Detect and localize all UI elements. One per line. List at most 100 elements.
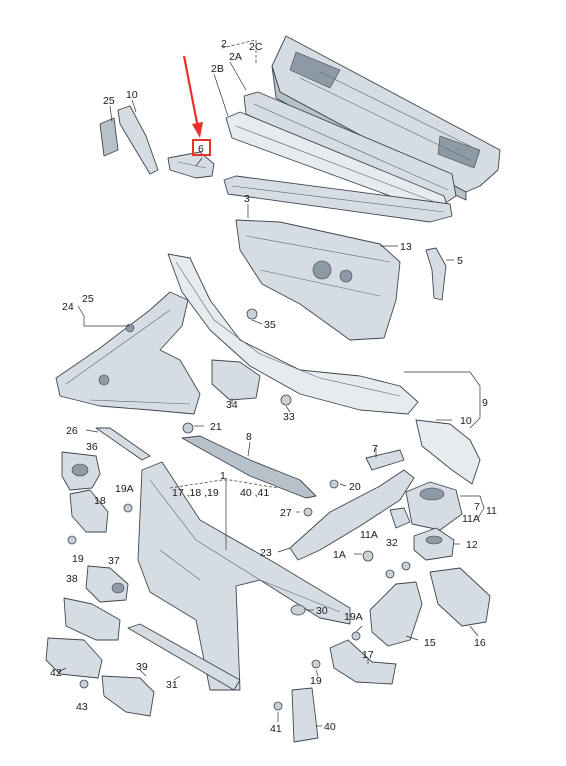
label-7-top: 7 [372, 443, 378, 455]
bracket-30 [290, 604, 306, 616]
trim-39 [101, 675, 155, 717]
label-2: 2 [221, 38, 227, 50]
bolt-41 [273, 701, 283, 711]
label-19A-right: 19A [344, 611, 363, 623]
leader-lines [57, 39, 485, 727]
bracket-17 [329, 639, 397, 685]
bolt-43 [79, 679, 89, 689]
label-41: 41 [270, 723, 282, 735]
bracket-18 [69, 489, 109, 533]
label-18: 18 [94, 495, 106, 507]
label-40: 40 [324, 721, 336, 733]
side-member-24 [55, 291, 201, 415]
bracket-42 [45, 637, 103, 679]
bracket-6 [167, 151, 215, 179]
reinforcement-26 [95, 427, 151, 461]
bracket-34 [211, 359, 261, 401]
bracket-11A [389, 507, 411, 529]
label-13: 13 [400, 241, 412, 253]
seal-strip-8 [181, 435, 317, 499]
reinforcement-15 [369, 581, 423, 647]
pillar-reinforcement-10-top [117, 105, 159, 175]
label-2C: 2C [249, 41, 263, 53]
part-labels: 2 2C 2A 2B 25 10 6 3 13 5 24 25 35 34 33… [50, 38, 497, 735]
label-20: 20 [349, 481, 361, 493]
label-24: 24 [62, 301, 74, 313]
label-38: 38 [66, 573, 78, 585]
label-15: 15 [424, 637, 436, 649]
label-10-top: 10 [126, 89, 138, 101]
bracket-40 [291, 687, 319, 743]
bolt-19-left [67, 535, 77, 545]
label-7-right: 7 [474, 501, 480, 513]
bolt-20 [329, 479, 339, 489]
label-16: 16 [474, 637, 486, 649]
bolt-35 [246, 308, 258, 320]
label-9: 9 [482, 397, 488, 409]
label-40-41: 40 ,41 [240, 487, 269, 499]
bracket-5 [425, 247, 447, 301]
label-35: 35 [264, 319, 276, 331]
label-6: 6 [198, 143, 204, 155]
label-25: 25 [82, 293, 94, 305]
bracket-25-top [99, 117, 119, 157]
label-19A-left: 19A [115, 483, 134, 495]
label-30: 30 [316, 605, 328, 617]
label-37: 37 [108, 555, 120, 567]
cross-member-3 [223, 175, 453, 223]
strut-cap-12 [413, 527, 455, 561]
label-17: 17 [362, 649, 374, 661]
label-36: 36 [86, 441, 98, 453]
bolt-27 [303, 507, 313, 517]
label-11A: 11A [360, 529, 378, 541]
bolt-1A [362, 550, 374, 562]
label-1A: 1A [333, 549, 346, 561]
label-25-top: 25 [103, 95, 115, 107]
wheelhouse-panel-10 [415, 419, 481, 485]
front-bulkhead-9 [167, 253, 419, 415]
bolt-19A-left [123, 503, 133, 513]
label-8: 8 [246, 431, 252, 443]
cross-member-31 [127, 623, 241, 691]
label-19-left: 19 [72, 553, 84, 565]
bracket-36 [61, 451, 101, 491]
label-17-18-19: 17 ,18 ,19 [172, 487, 219, 499]
label-27: 27 [280, 507, 292, 519]
label-11A-right: 11A [462, 513, 480, 525]
label-10: 10 [460, 415, 472, 427]
callout-arrow-part-6 [182, 55, 203, 138]
label-12: 12 [466, 539, 478, 551]
bolts-32 [385, 561, 411, 579]
label-43: 43 [76, 701, 88, 713]
strip-7 [365, 449, 405, 471]
bracket-38 [63, 597, 121, 641]
label-3: 3 [244, 193, 250, 205]
nut-21 [182, 422, 194, 434]
bracket-37 [85, 565, 129, 603]
label-31: 31 [166, 679, 178, 691]
strut-tower-11 [405, 481, 463, 531]
label-26: 26 [66, 425, 78, 437]
label-32: 32 [386, 537, 398, 549]
bolt-19-right [311, 659, 321, 669]
label-39: 39 [136, 661, 148, 673]
label-21: 21 [210, 421, 222, 433]
label-33: 33 [283, 411, 295, 423]
label-42: 42 [50, 667, 62, 679]
label-2B: 2B [211, 63, 224, 75]
label-5: 5 [457, 255, 463, 267]
long-member-23 [289, 469, 415, 561]
label-2A: 2A [229, 51, 242, 63]
bulkhead-13 [235, 219, 401, 341]
label-11: 11 [486, 505, 497, 517]
wheel-arch-16 [429, 567, 491, 627]
label-34: 34 [226, 399, 238, 411]
callout-box-part-6 [192, 139, 211, 156]
label-19-right: 19 [310, 675, 322, 687]
bolt-33 [280, 394, 292, 406]
lock-carrier-1 [137, 461, 351, 691]
bolt-19A-right [351, 631, 361, 641]
label-23: 23 [260, 547, 272, 559]
label-1: 1 [220, 470, 226, 482]
